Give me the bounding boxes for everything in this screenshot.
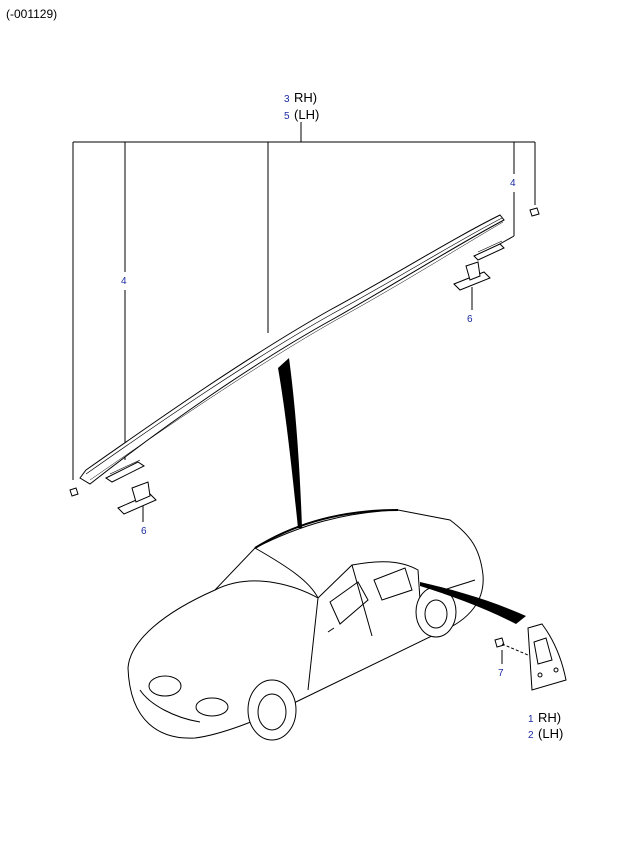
roof-molding-strip-icon	[79, 214, 505, 485]
callout-3: 3 RH)	[284, 89, 317, 107]
callout-7: 7	[498, 668, 504, 679]
leader-lines	[72, 122, 536, 664]
callout-6-right: 6	[467, 314, 473, 325]
callout-1-text: RH)	[538, 710, 562, 725]
sedan-car-icon	[127, 509, 484, 741]
callout-3-text: RH)	[294, 90, 318, 105]
pointer-arrows	[278, 358, 526, 624]
delta-molding-icon	[527, 623, 567, 691]
callout-1: 1 RH)	[528, 709, 561, 727]
callout-1-number: 1	[528, 714, 534, 725]
end-cap-icon	[69, 207, 540, 497]
molding-bracket-icon	[117, 261, 491, 515]
callout-5: 5 (LH)	[284, 106, 319, 124]
callout-5-number: 5	[284, 111, 290, 122]
callout-3-number: 3	[284, 94, 290, 105]
callout-2-number: 2	[528, 730, 534, 741]
screw-icon	[494, 637, 529, 656]
callout-2: 2 (LH)	[528, 725, 563, 743]
callout-2-text: (LH)	[538, 726, 564, 741]
diagram-code: (-001129)	[6, 7, 58, 21]
callout-4-right: 4	[510, 178, 516, 189]
callout-4-left: 4	[121, 276, 127, 287]
callout-6-left: 6	[141, 526, 147, 537]
callout-5-text: (LH)	[294, 107, 320, 122]
molding-clip-icon	[105, 240, 505, 483]
